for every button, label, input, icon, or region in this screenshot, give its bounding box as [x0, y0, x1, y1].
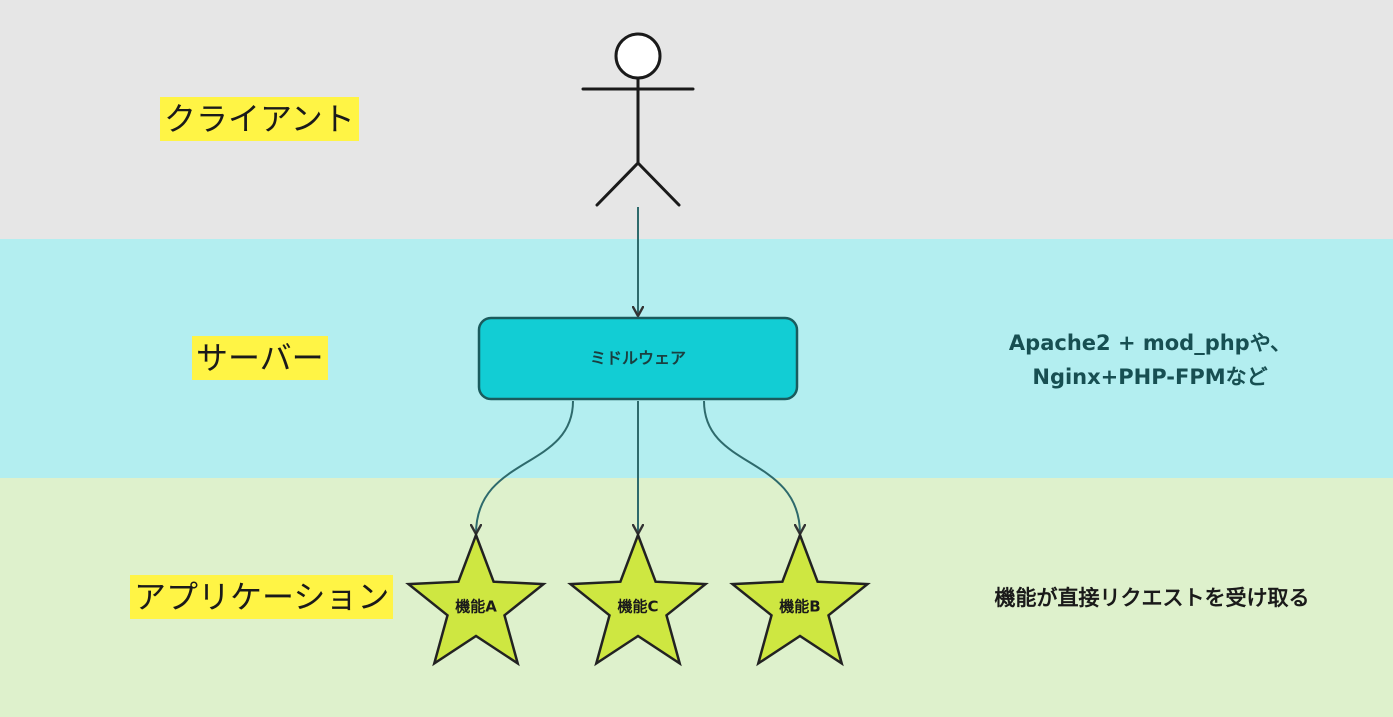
feature-b-star-shape	[729, 531, 871, 667]
feature-a-star-shape	[405, 531, 547, 667]
actor-head	[614, 32, 662, 80]
feature-b-label: 機能B	[779, 598, 820, 616]
feature-a-label: 機能A	[455, 598, 497, 616]
server-note-line1: Apache2 + mod_phpや、	[1008, 331, 1292, 355]
server-note-line2: Nginx+PHP-FPMなど	[1032, 365, 1268, 389]
feature-c-label: 機能C	[617, 598, 658, 616]
middleware-label: ミドルウェア	[590, 349, 686, 368]
application-note: 機能が直接リクエストを受け取る	[994, 586, 1310, 610]
middleware-box[interactable]	[477, 316, 799, 401]
server-note: Apache2 + mod_phpや、 Nginx+PHP-FPMなど	[1005, 326, 1295, 394]
feature-b-star[interactable]: 機能B	[729, 531, 871, 667]
feature-c-star[interactable]: 機能C	[567, 531, 709, 667]
feature-a-star[interactable]: 機能A	[405, 531, 547, 667]
lane-label-client: クライアント	[160, 97, 359, 141]
feature-c-star-shape	[567, 531, 709, 667]
lane-label-application: アプリケーション	[130, 575, 394, 619]
connector-middleware-to-feature-a	[476, 400, 574, 534]
lane-label-server: サーバー	[192, 336, 328, 380]
actor-right-leg	[636, 161, 681, 207]
actor-left-leg	[595, 161, 640, 207]
stick-figure-icon	[581, 32, 695, 207]
connector-middleware-to-feature-b	[703, 400, 800, 534]
